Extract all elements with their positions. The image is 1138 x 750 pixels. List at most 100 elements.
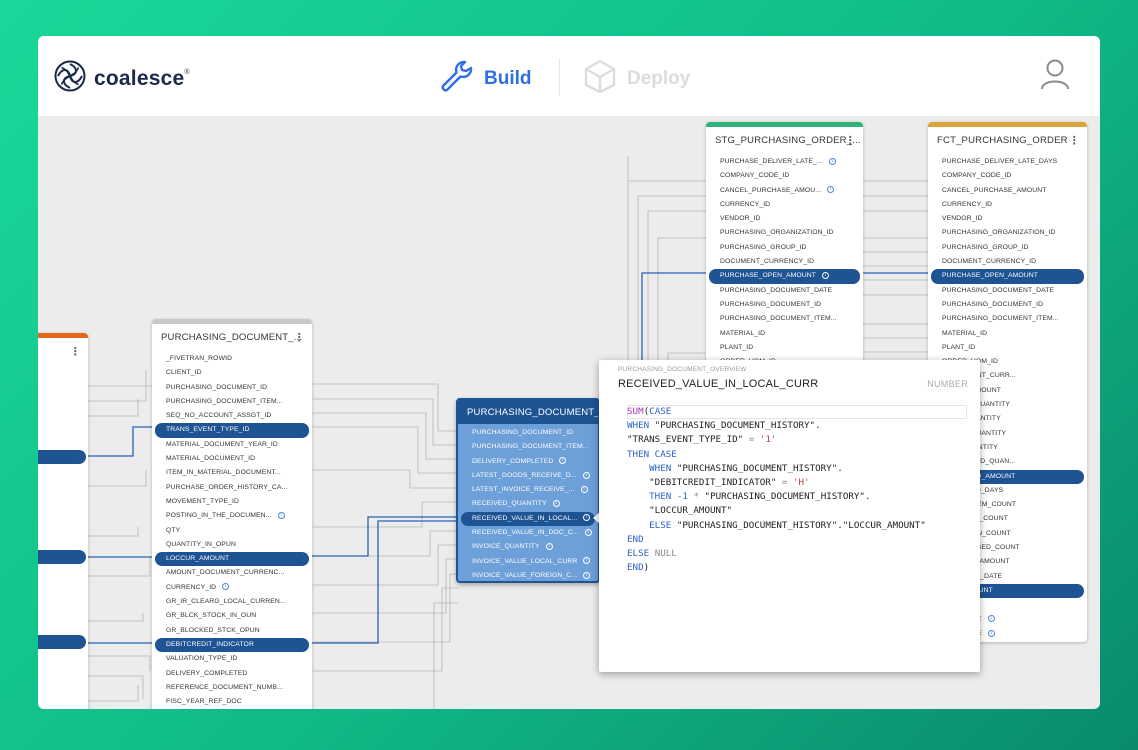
column-row[interactable]: CURRENCY_ID [706, 198, 863, 212]
info-icon[interactable]: i [583, 514, 591, 522]
column-row[interactable]: PURCHASE_DELIVER_LATE_DAYS [928, 155, 1087, 169]
column-row[interactable]: DELIVERY_COMPLETED [152, 667, 312, 681]
column-row[interactable]: GR_BLOCKED_STCK_OPUN [152, 624, 312, 638]
column-row[interactable]: PURCHASING_DOCUMENT_ITEM... [928, 312, 1087, 326]
selected-column-row[interactable] [38, 550, 86, 564]
info-icon[interactable]: i [580, 485, 588, 493]
column-row[interactable]: CANCEL_PURCHASE_AMOU...i [706, 184, 863, 198]
info-icon[interactable]: i [277, 511, 285, 519]
node-menu-icon[interactable]: ⋮ [844, 135, 856, 147]
column-row[interactable]: LATEST_INVOICE_RECEIVE_...i [458, 483, 598, 497]
node-menu-icon[interactable]: ⋮ [293, 332, 305, 344]
column-row[interactable]: CLIENT_ID [152, 366, 312, 380]
column-row[interactable]: CANCEL_PURCHASE_AMOUNT [928, 184, 1087, 198]
column-row[interactable]: PURCHASING_DOCUMENT_ID [706, 298, 863, 312]
column-row[interactable]: CURRENCY_ID [928, 198, 1087, 212]
column-row[interactable]: REFERENCE_DOCUMENT_NUMB... [152, 681, 312, 695]
column-row[interactable]: PURCHASING_ORGANIZATION_ID [706, 226, 863, 240]
column-row[interactable]: FISC_YEAR_REF_DOC [152, 695, 312, 709]
column-row[interactable]: RECEIVED_VALUE_IN_DOC_C...i [458, 526, 598, 540]
column-row[interactable]: ITEM_CLOSED_COUNT [928, 541, 1087, 555]
column-name: AMOUNT_DOCUMENT_CURRENC... [166, 569, 285, 577]
column-row[interactable]: PURCHASING_DOCUMENT_ITEM... [152, 395, 312, 409]
column-row[interactable]: PURCHASING_DOCUMENT_ID [152, 381, 312, 395]
node-purchasing-document-overview[interactable]: PURCHASING_DOCUMENT_... PURCHASING_DOCUM… [456, 398, 600, 583]
user-icon[interactable] [1040, 58, 1070, 95]
column-row[interactable]: PURCHASING_DOCUMENT_DATE [706, 284, 863, 298]
column-row[interactable]: PURCHASING_DOCUMENT_ID [928, 298, 1087, 312]
tab-deploy[interactable]: Deploy [583, 58, 690, 100]
selected-column-row[interactable] [38, 635, 86, 649]
column-row[interactable]: GR_IR_CLEARG_LOCAL_CURREN... [152, 595, 312, 609]
column-row[interactable]: QUANTITY_IN_OPUN [152, 538, 312, 552]
column-row[interactable]: MATERIAL_ID [928, 327, 1087, 341]
column-row[interactable]: LOCCUR_AMOUNT [155, 552, 309, 567]
column-row[interactable]: MATERIAL_DOCUMENT_YEAR_ID [152, 438, 312, 452]
column-row[interactable]: ITEM_IN_MATERIAL_DOCUMENT... [152, 466, 312, 480]
column-row[interactable]: QTY [152, 524, 312, 538]
column-row[interactable]: DOCUMENT_CURRENCY_ID [706, 255, 863, 269]
info-icon[interactable]: i [987, 629, 995, 637]
column-row[interactable]: PURCHASE_DELIVER_LATE_...i [706, 155, 863, 169]
info-icon[interactable]: i [822, 272, 830, 280]
column-row[interactable]: PURCHASING_DOCUMENT_ITEM... [458, 440, 598, 454]
node-stg-purchasing-order[interactable]: STG_PURCHASING_ORDER_... ⋮ PURCHASE_DELI… [706, 122, 863, 362]
column-row[interactable]: POSTING_IN_THE_DOCUMEN...i [152, 509, 312, 523]
column-name: GR_BLCK_STOCK_IN_OUN [166, 612, 257, 620]
column-row[interactable]: PURCHASING_GROUP_ID [928, 241, 1087, 255]
column-row[interactable]: LATEST_GOODS_RECEIVE_D...i [458, 469, 598, 483]
column-row[interactable]: AMOUNT_DOCUMENT_CURRENC... [152, 566, 312, 580]
column-row[interactable]: PURCHASING_DOCUMENT_ID [458, 426, 598, 440]
column-row[interactable]: RECEIVED_VALUE_IN_LOCAL...i [461, 511, 595, 527]
node-menu-icon[interactable]: ⋮ [69, 346, 81, 358]
column-row[interactable]: COMPANY_CODE_ID [928, 169, 1087, 183]
lineage-canvas[interactable]: ⋮ PURCHASING_DOCUMENT_... ⋮ _FIVETRAN_RO… [38, 116, 1100, 709]
info-icon[interactable]: i [583, 571, 591, 579]
column-row[interactable]: VENDOR_ID [928, 212, 1087, 226]
info-icon[interactable]: i [545, 543, 553, 551]
info-icon[interactable]: i [552, 500, 560, 508]
selected-column-row[interactable] [38, 450, 86, 464]
node-menu-icon[interactable]: ⋮ [1068, 135, 1080, 147]
coalesce-logo[interactable]: coalesce® [54, 60, 190, 97]
info-icon[interactable]: i [222, 583, 230, 591]
info-icon[interactable]: i [582, 471, 590, 479]
column-row[interactable]: PURCHASING_ORGANIZATION_ID [928, 226, 1087, 240]
column-row[interactable]: GR_BLCK_STOCK_IN_OUN [152, 609, 312, 623]
column-row[interactable]: MATERIAL_DOCUMENT_ID [152, 452, 312, 466]
info-icon[interactable]: i [827, 186, 835, 194]
column-row[interactable]: VALUATION_TYPE_ID [152, 652, 312, 666]
transform-sql[interactable]: SUM(CASE WHEN "PURCHASING_DOCUMENT_HISTO… [627, 405, 967, 655]
info-icon[interactable]: i [828, 157, 836, 165]
column-row[interactable]: VENDOR_ID [706, 212, 863, 226]
column-row[interactable]: TRANS_EVENT_TYPE_ID [155, 423, 309, 438]
column-row[interactable]: PLANT_ID [928, 341, 1087, 355]
column-row[interactable]: SEQ_NO_ACCOUNT_ASSGT_ID [152, 409, 312, 423]
column-row[interactable]: PURCHASING_GROUP_ID [706, 241, 863, 255]
column-row[interactable]: PURCHASING_DOCUMENT_DATE [928, 284, 1087, 298]
info-icon[interactable]: i [559, 457, 567, 465]
column-row[interactable]: PURCHASING_DOCUMENT_ITEM... [706, 312, 863, 326]
column-row[interactable]: DEBITCREDIT_INDICATOR [155, 637, 309, 653]
node-source-partial[interactable]: ⋮ [38, 333, 88, 709]
column-row[interactable]: PURCHASE_OPEN_AMOUNT [931, 269, 1084, 284]
node-purchasing-document[interactable]: PURCHASING_DOCUMENT_... ⋮ _FIVETRAN_ROWI… [152, 319, 312, 709]
column-row[interactable]: MOVEMENT_TYPE_ID [152, 495, 312, 509]
info-icon[interactable]: i [987, 615, 995, 623]
column-row[interactable]: MATERIAL_ID [706, 327, 863, 341]
info-icon[interactable]: i [584, 528, 592, 536]
tab-build[interactable]: Build [438, 58, 532, 100]
column-row[interactable]: DOCUMENT_CURRENCY_ID [928, 255, 1087, 269]
column-row[interactable]: _FIVETRAN_ROWID [152, 352, 312, 366]
column-row[interactable]: PURCHASE_ORDER_HISTORY_CA... [152, 481, 312, 495]
info-icon[interactable]: i [583, 557, 591, 565]
column-row[interactable]: COMPANY_CODE_ID [706, 169, 863, 183]
column-row[interactable]: INVOICE_VALUE_FOREIGN_C...i [458, 569, 598, 581]
column-row[interactable]: PLANT_ID [706, 341, 863, 355]
